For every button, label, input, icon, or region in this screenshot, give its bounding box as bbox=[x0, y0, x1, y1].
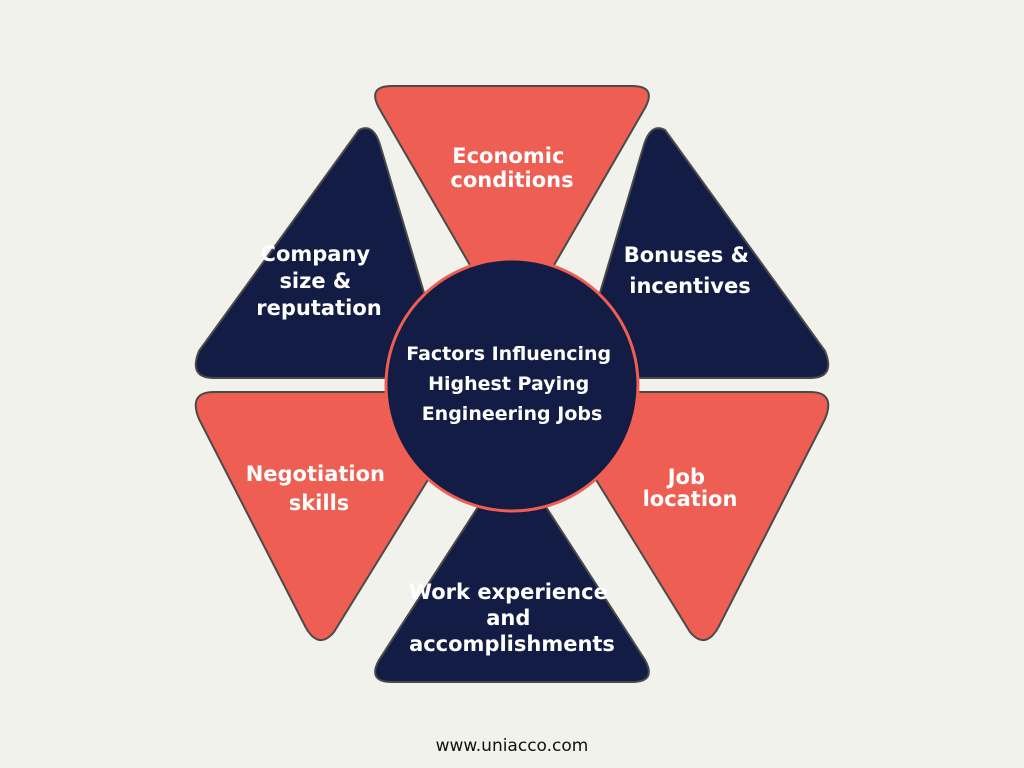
segment-company-size-reputation-label: Company size & reputation bbox=[256, 242, 381, 320]
center-title: Factors Influencing Highest Paying Engin… bbox=[406, 343, 618, 425]
segment-economic-conditions-label: Economic conditions bbox=[450, 144, 573, 192]
segment-work-experience-label: Work experience and accomplishments bbox=[409, 580, 615, 656]
segment-bonuses-incentives-label: Bonuses & incentives bbox=[624, 243, 757, 298]
segment-work-experience: Work experience and accomplishments bbox=[374, 469, 650, 683]
segment-economic-conditions: Economic conditions bbox=[374, 85, 650, 319]
segment-company-size-reputation: Company size & reputation bbox=[194, 127, 441, 379]
segment-job-location-label: Job location bbox=[643, 465, 738, 511]
segment-negotiation-skills-label: Negotiation skills bbox=[246, 462, 393, 515]
segment-bonuses-incentives: Bonuses & incentives bbox=[583, 127, 830, 379]
center-circle: Factors Influencing Highest Paying Engin… bbox=[384, 257, 640, 513]
website-url: www.uniacco.com bbox=[435, 736, 589, 756]
